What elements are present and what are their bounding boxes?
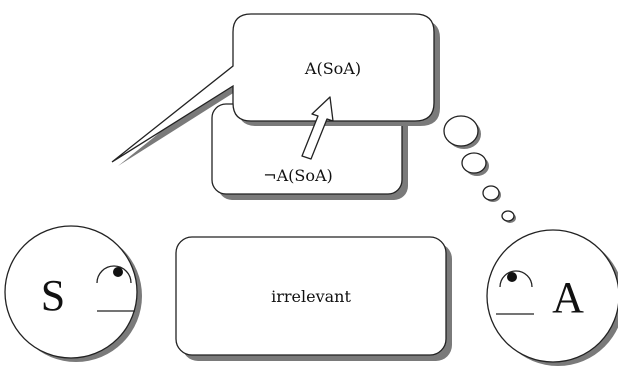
thought-bubble-3	[482, 185, 501, 202]
thought-bubble-2	[461, 152, 489, 176]
negated-belief-label: ¬A(SoA)	[263, 166, 333, 185]
thought-bubbles	[443, 115, 516, 223]
change-arrow-icon	[301, 96, 334, 160]
irrelevant-box: irrelevant	[175, 236, 452, 361]
irrelevant-label: irrelevant	[271, 287, 351, 306]
speaker-letter: S	[41, 271, 65, 320]
addressee-eye-icon	[499, 270, 533, 288]
addressee-letter: A	[552, 273, 584, 322]
belief-bubble-outline	[111, 13, 435, 163]
belief-label: A(SoA)	[304, 59, 361, 78]
addressee-face-outline	[486, 229, 618, 363]
addressee-face: A	[486, 229, 618, 366]
belief-speech-bubble: A(SoA)	[111, 13, 440, 166]
speaker-face-outline	[4, 225, 138, 359]
irrelevant-box-outline	[175, 236, 447, 356]
thought-bubble-1	[443, 115, 481, 149]
speaker-face: S	[4, 225, 142, 362]
speaker-eye-icon	[96, 265, 132, 284]
thought-bubble-4	[501, 210, 516, 223]
